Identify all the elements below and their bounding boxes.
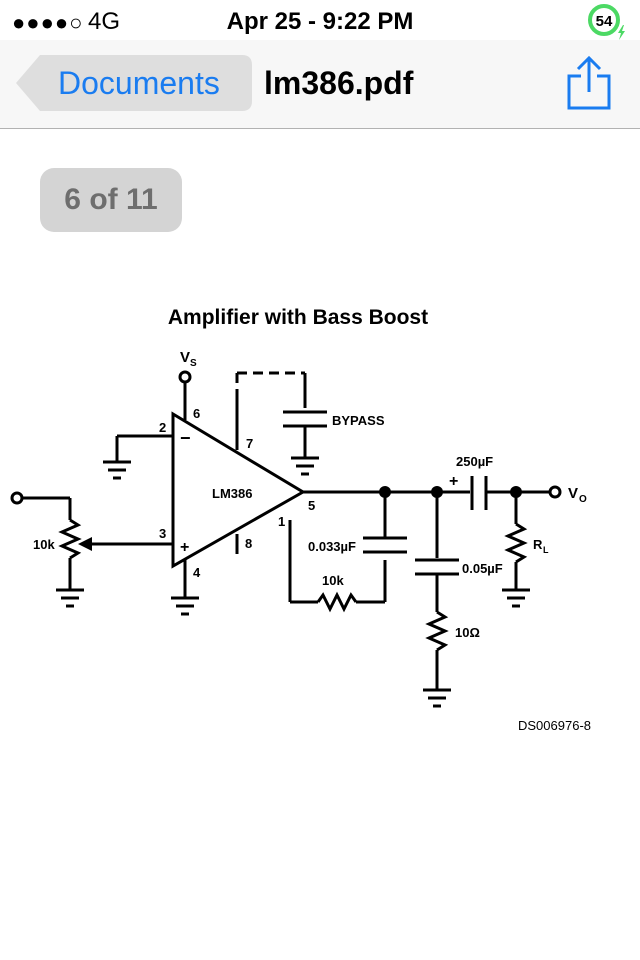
back-chevron-icon bbox=[16, 55, 252, 111]
output-capacitor-label: 250µF bbox=[456, 454, 493, 469]
zobel-resistor-label: 10Ω bbox=[455, 625, 480, 640]
page-indicator: 6 of 11 bbox=[40, 168, 182, 232]
output-terminal bbox=[548, 485, 562, 499]
junction-dot bbox=[431, 486, 443, 498]
document-code: DS006976-8 bbox=[518, 718, 591, 733]
zobel-capacitor-label: 0.05µF bbox=[462, 561, 503, 576]
pin-label: 5 bbox=[308, 498, 315, 513]
feedback-resistor-label: 10k bbox=[322, 573, 344, 588]
status-datetime: Apr 25 - 9:22 PM bbox=[226, 8, 414, 35]
output-capacitor bbox=[470, 476, 488, 510]
ground-icon bbox=[171, 596, 199, 616]
bolt-icon bbox=[618, 25, 625, 40]
chip-label: LM386 bbox=[212, 486, 252, 501]
pin-label: 2 bbox=[159, 420, 166, 435]
ground-icon bbox=[56, 588, 84, 608]
pin-label: 4 bbox=[193, 565, 201, 580]
pin-label: 6 bbox=[193, 406, 200, 421]
output-subscript: O bbox=[579, 494, 587, 505]
supply-label: V bbox=[180, 349, 190, 366]
load-resistor bbox=[504, 522, 528, 564]
ground-icon bbox=[291, 456, 319, 476]
pin-label: 8 bbox=[245, 536, 252, 551]
zobel-resistor bbox=[425, 610, 449, 652]
back-button-label: Documents bbox=[58, 65, 220, 101]
op-amp-symbol bbox=[171, 411, 306, 569]
load-label: R bbox=[533, 537, 543, 552]
status-bar: ●●●●○ 4G Apr 25 - 9:22 PM 54 bbox=[0, 0, 640, 40]
feedback-resistor bbox=[316, 591, 358, 613]
pin-label: 7 bbox=[246, 436, 253, 451]
bypass-label: BYPASS bbox=[332, 413, 385, 428]
carrier-label: 4G bbox=[88, 8, 121, 35]
ground-icon bbox=[423, 688, 451, 708]
pin-label: 1 bbox=[278, 514, 285, 529]
junction-dot bbox=[510, 486, 522, 498]
output-label: V bbox=[568, 485, 578, 502]
ground-icon bbox=[103, 460, 131, 480]
load-subscript: L bbox=[543, 545, 549, 555]
battery-level: 54 bbox=[596, 13, 613, 30]
bypass-capacitor bbox=[283, 410, 327, 428]
input-terminal bbox=[10, 491, 24, 505]
supply-terminal bbox=[178, 370, 192, 384]
zobel-capacitor bbox=[415, 558, 459, 576]
ground-icon bbox=[502, 588, 530, 608]
inverting-sign: − bbox=[180, 428, 191, 448]
noninverting-sign: + bbox=[180, 539, 189, 556]
output-capacitor-polarity: + bbox=[449, 473, 458, 490]
battery-indicator: 54 bbox=[587, 3, 625, 40]
back-button[interactable]: Documents bbox=[16, 55, 252, 111]
wiper-arrow bbox=[78, 537, 92, 551]
share-icon[interactable] bbox=[566, 55, 612, 110]
figure-title: Amplifier with Bass Boost bbox=[167, 306, 429, 329]
navigation-bar: Documents lm386.pdf bbox=[0, 40, 640, 129]
potentiometer bbox=[58, 518, 82, 560]
pin-label: 3 bbox=[159, 526, 166, 541]
junction-dot bbox=[379, 486, 391, 498]
feedback-capacitor bbox=[363, 536, 407, 554]
amplifier-schematic: V S 6 2 − 7 BYPASS LM386 5 1 3 + 8 4 10k… bbox=[10, 349, 587, 708]
supply-subscript: S bbox=[190, 358, 197, 369]
document-title: lm386.pdf bbox=[264, 65, 414, 101]
signal-strength-icon: ●●●●○ bbox=[12, 10, 84, 35]
potentiometer-label: 10k bbox=[33, 537, 55, 552]
feedback-capacitor-label: 0.033µF bbox=[308, 539, 356, 554]
